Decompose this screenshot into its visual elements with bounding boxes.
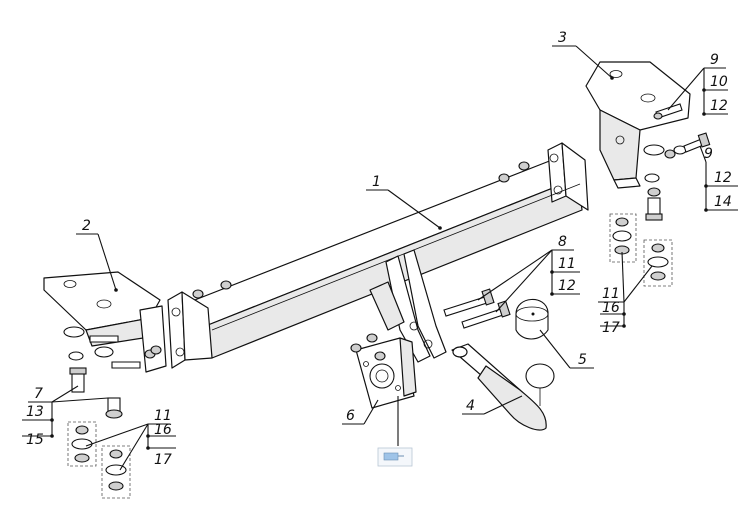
label-11-right: 11 [602, 286, 620, 302]
connector-icon [377, 447, 413, 467]
label-3: 3 [558, 30, 567, 46]
label-2: 2 [82, 218, 91, 234]
label-10: 10 [710, 74, 728, 90]
label-7: 7 [34, 386, 43, 402]
part-labels: 1 2 3 4 5 6 7 8 9 10 12 9 12 14 11 12 11… [26, 30, 732, 468]
label-14: 14 [714, 194, 732, 210]
label-12-center: 12 [558, 278, 576, 294]
label-1: 1 [372, 174, 381, 190]
label-17-left: 17 [154, 452, 172, 468]
label-8: 8 [558, 234, 567, 250]
label-15: 15 [26, 432, 44, 448]
leader-lines [22, 45, 738, 471]
label-9-right: 9 [704, 146, 713, 162]
label-9-top: 9 [710, 52, 719, 68]
tow-plates [369, 249, 447, 363]
socket-plate [355, 337, 417, 409]
label-12-right: 12 [714, 170, 732, 186]
label-11-left: 11 [154, 408, 172, 424]
right-bracket [585, 61, 691, 189]
label-11-center: 11 [558, 256, 576, 272]
label-16-left: 16 [154, 422, 172, 438]
tow-ball-arm [451, 343, 555, 431]
ball-cap [515, 298, 549, 340]
label-4: 4 [466, 398, 475, 414]
label-13: 13 [26, 404, 44, 420]
label-5: 5 [578, 352, 587, 368]
label-6: 6 [346, 408, 355, 424]
label-17-right: 17 [602, 320, 620, 336]
label-12-top: 12 [710, 98, 728, 114]
label-16-right: 16 [602, 300, 620, 316]
